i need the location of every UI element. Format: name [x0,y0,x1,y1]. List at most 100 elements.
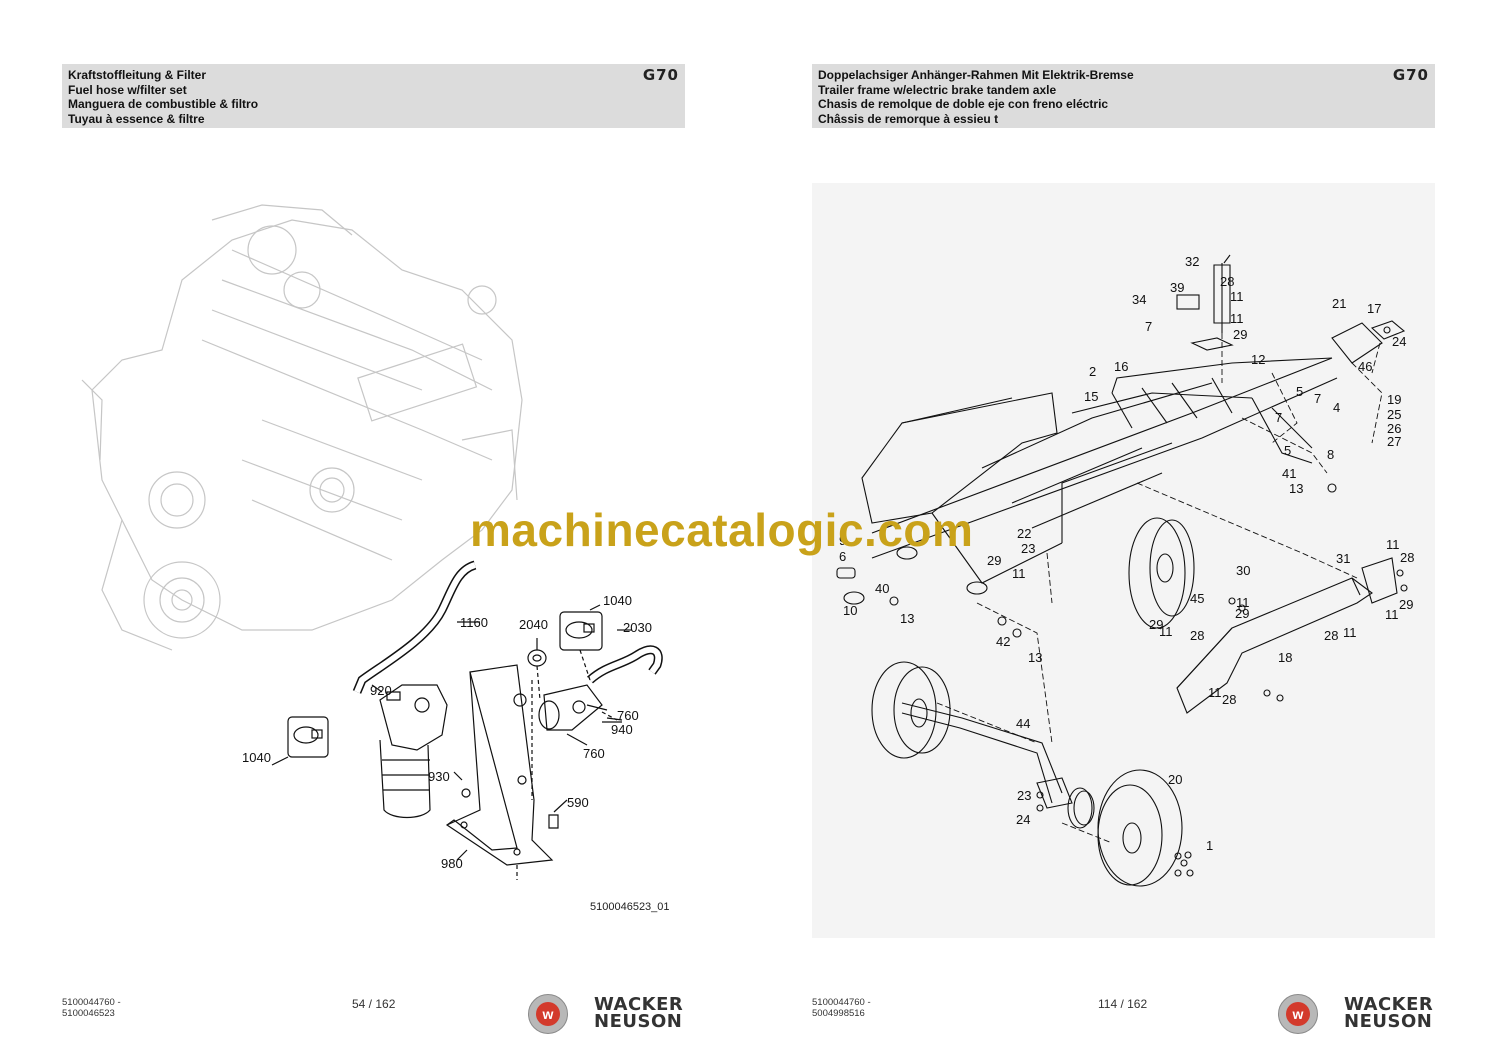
callout-label: 27 [1387,434,1402,449]
callout-label: 11 [1343,625,1357,640]
left-title-en: Fuel hose w/filter set [68,82,187,97]
callout-label: 4 [1333,400,1341,415]
callout-label: 13 [1028,650,1043,665]
callout-label: 16 [1114,359,1129,374]
right-footer-ref: 5100044760 - 5004998516 [812,997,871,1019]
callout-label: 2 [1089,364,1097,379]
callout-label: 28 [1222,692,1237,707]
callout-label: 29 [1399,597,1414,612]
callout-label: 19 [1387,392,1402,407]
callout-label: 28 [1324,628,1339,643]
right-title-es: Chasis de remolque de doble eje con fren… [818,97,1109,112]
right-title-de: Doppelachsiger Anhänger-Rahmen Mit Elekt… [818,68,1134,82]
callout-label: 22 [1017,526,1032,541]
callout-label: 13 [1289,481,1304,496]
callout-label: 2030 [623,620,652,635]
callout-label: 590 [567,795,589,810]
callout-label: 42 [996,634,1011,649]
callout-label: 11 [1230,289,1244,304]
watermark-text: machinecatalogic.com [470,504,974,556]
fuel-hose-diagram: 1160 2040 1040 2030 920 1040 760 940 760… [62,160,685,940]
wacker-neuson-w-logo-icon: w [1278,994,1318,1034]
right-page-number: 114 / 162 [1098,997,1148,1011]
callout-label: 17 [1367,301,1382,316]
brand-name-line: NEUSON [1344,1011,1433,1032]
callout-label: 18 [1278,650,1293,665]
callout-label: 15 [1084,389,1099,404]
right-footer-ref-line: 5100044760 - [812,997,871,1008]
callout-label: 10 [843,603,858,618]
callout-label: 46 [1358,359,1373,374]
callout-label: 9 [839,533,847,548]
callout-label: 760 [617,708,639,723]
callout-label: 11 [1230,311,1244,326]
left-brand-logo: w WACKER NEUSON [528,994,688,1034]
callout-label: 26 [1387,421,1402,436]
trailer-exploded-drawing [836,254,1408,887]
callout-label: 7 [1145,319,1153,334]
callout-label: 31 [1336,551,1351,566]
callout-label: 20 [1168,772,1183,787]
callout-label: 29 [1233,327,1248,342]
callout-label: 32 [1185,254,1200,269]
left-title-fr: Tuyau à essence & filtre [68,111,205,126]
right-page-header: Doppelachsiger Anhänger-Rahmen Mit Elekt… [812,64,1435,128]
callout-label: 920 [370,683,392,698]
callout-label: 45 [1190,591,1205,606]
trailer-frame-diagram: 32 28 34 39 11 11 7 29 21 17 24 12 46 2 … [812,183,1435,938]
callout-label: 34 [1132,292,1147,307]
callout-label: 11 [1159,624,1173,639]
brand-name-line: WACKER [1344,994,1434,1015]
callout-label: 39 [1170,280,1185,295]
brand-name-line: NEUSON [594,1011,683,1032]
callout-label: 29 [987,553,1002,568]
callout-label: 11 [1386,537,1400,552]
right-brand-logo: w WACKER NEUSON [1278,994,1438,1034]
callout-label: 980 [441,856,463,871]
left-title-es: Manguera de combustible & filtro [68,97,259,112]
callout-label: 24 [1392,334,1407,349]
left-catalog-page: Kraftstoffleitung & Filter Fuel hose w/f… [62,64,688,1034]
left-title-de: Kraftstoffleitung & Filter [68,68,206,82]
left-footer-ref-line: 5100046523 [62,1008,115,1019]
callout-label: 28 [1190,628,1205,643]
callout-label: 940 [611,722,633,737]
callout-label: 7 [1314,391,1322,406]
right-page-titles: Doppelachsiger Anhänger-Rahmen Mit Elekt… [818,68,1134,126]
callout-label: 930 [428,769,450,784]
left-footer-ref-line: 5100044760 - [62,997,121,1008]
callout-label: 21 [1332,296,1347,311]
callout-label: 6 [839,549,847,564]
callout-label: 760 [583,746,605,761]
callout-label: 24 [1016,812,1031,827]
right-title-fr: Châssis de remorque à essieu t [818,111,999,126]
callout-label: 1040 [242,750,271,765]
callout-label: 11 [1236,595,1250,610]
left-page-titles: Kraftstoffleitung & Filter Fuel hose w/f… [68,68,258,126]
callout-label: 44 [1016,716,1031,731]
right-footer-ref-line: 5004998516 [812,1008,865,1019]
callout-label: 5 [1284,443,1292,458]
brand-name-line: WACKER [594,994,684,1015]
callout-label: 11 [1012,566,1026,581]
callout-label: 29 [1149,617,1164,632]
callout-label: 23 [1021,541,1036,556]
wacker-neuson-w-logo-icon: w [528,994,568,1034]
callout-label: 11 [1385,607,1399,622]
left-footer-ref: 5100044760 - 5100046523 [62,997,121,1019]
left-model-logo: G70 [642,66,679,84]
brand-name: WACKER NEUSON [1344,994,1434,1032]
callout-label: 1160 [460,615,488,630]
callout-label: 5 [1296,384,1304,399]
callout-label: 41 [1282,466,1297,481]
callout-label: 29 [1235,606,1250,621]
left-page-number: 54 / 162 [352,997,396,1011]
callout-label: 28 [1220,274,1235,289]
callout-label: 1 [1206,838,1214,853]
right-model-logo: G70 [1392,66,1429,84]
callout-label: 7 [1275,410,1283,425]
callout-label: 25 [1387,407,1402,422]
callout-label: 30 [1236,563,1251,578]
callout-label: 13 [900,611,915,626]
left-page-header: Kraftstoffleitung & Filter Fuel hose w/f… [62,64,685,128]
